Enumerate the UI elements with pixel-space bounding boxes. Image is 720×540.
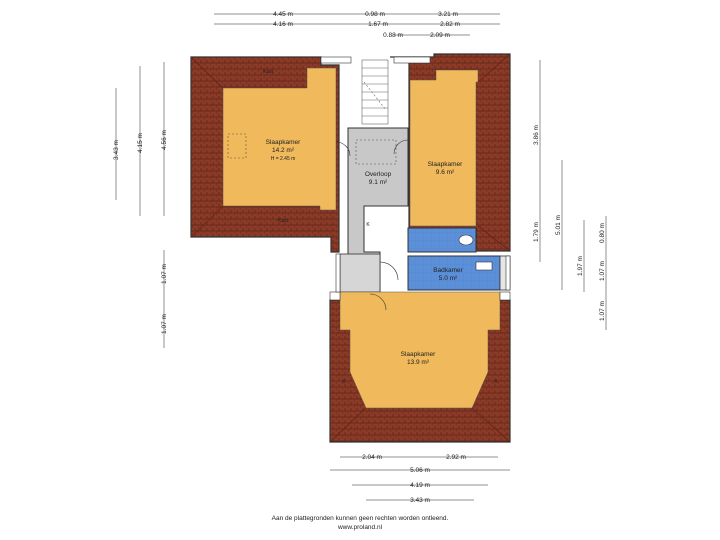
k-label-left: K (342, 379, 346, 385)
dim-left-5: 1.07 m (161, 314, 168, 334)
windows (320, 56, 511, 301)
bathroom-fixtures (458, 234, 493, 271)
dim-top-5: 1.67 m (368, 21, 388, 28)
dim-top-4: 4.16 m (273, 21, 293, 28)
bedroom-2-name: Slaapkamer (428, 161, 464, 168)
stairs (361, 59, 389, 125)
dim-bottom-5: 3.43 m (410, 497, 430, 504)
dim-bottom-4: 4.19 m (410, 482, 430, 489)
dim-top-2: 0.98 m (365, 11, 385, 18)
room-bedroom-2 (409, 69, 479, 227)
kast-top-label: Kast (263, 69, 274, 75)
roof-slopes (190, 53, 511, 443)
k-label-landing: K (366, 222, 370, 228)
dim-top-1: 4.45 m (273, 11, 293, 18)
dim-right-1: 3.86 m (533, 125, 540, 145)
dim-left-2: 4.15 m (137, 133, 144, 153)
dim-bottom-1: 2.04 m (362, 454, 382, 461)
landing-hatch (355, 139, 397, 165)
dimension-lines (115, 13, 607, 501)
dim-right-7: 1.07 m (599, 301, 606, 321)
kast-bottom-label: Kast (278, 218, 289, 224)
dim-right-4: 1.97 m (577, 256, 584, 276)
bedroom-1-height: H = 2.45 m (271, 156, 296, 162)
k-label-right: K (494, 379, 498, 385)
landing-area: 9.1 m² (369, 179, 388, 186)
dim-right-5: 0.80 m (599, 223, 606, 243)
bedroom-1-area: 14.2 m² (272, 147, 295, 154)
dim-bottom-3: 5.06 m (410, 467, 430, 474)
dim-bottom-2: 2.92 m (446, 454, 466, 461)
dim-left-3: 4.56 m (161, 130, 168, 150)
dim-right-3: 1.79 m (533, 222, 540, 242)
doors (335, 139, 409, 311)
bedroom-2-area: 9.6 m² (436, 169, 455, 176)
dim-top-7: 0.88 m (383, 32, 403, 39)
bathroom-name: Badkamer (433, 267, 463, 274)
sink-icon (475, 261, 493, 271)
bathroom-area: 5.0 m² (439, 275, 458, 282)
room-bathroom (407, 255, 501, 291)
dim-left-1: 3.43 m (113, 140, 120, 160)
toilet-icon (458, 234, 474, 246)
dim-top-3: 3.21 m (438, 11, 458, 18)
footer-disclaimer: Aan de plattegronden kunnen geen rechten… (271, 515, 449, 522)
room-bedroom-3 (339, 291, 501, 409)
dim-top-8: 2.09 m (430, 32, 450, 39)
dim-top-6: 2.82 m (440, 21, 460, 28)
footer-website[interactable]: www.proland.nl (337, 524, 383, 531)
dim-right-2: 5.01 m (555, 215, 562, 235)
bedroom-3-name: Slaapkamer (401, 351, 437, 358)
dim-right-6: 1.07 m (599, 261, 606, 281)
room-bedroom-1 (222, 67, 337, 211)
bedroom-1-name: Slaapkamer (266, 139, 302, 146)
landing-name: Overloop (365, 171, 392, 178)
bedroom-3-area: 13.9 m² (407, 359, 430, 366)
landing-corridor (339, 253, 381, 293)
dim-left-4: 1.07 m (161, 264, 168, 284)
bedroom-1-hatch (227, 133, 247, 159)
